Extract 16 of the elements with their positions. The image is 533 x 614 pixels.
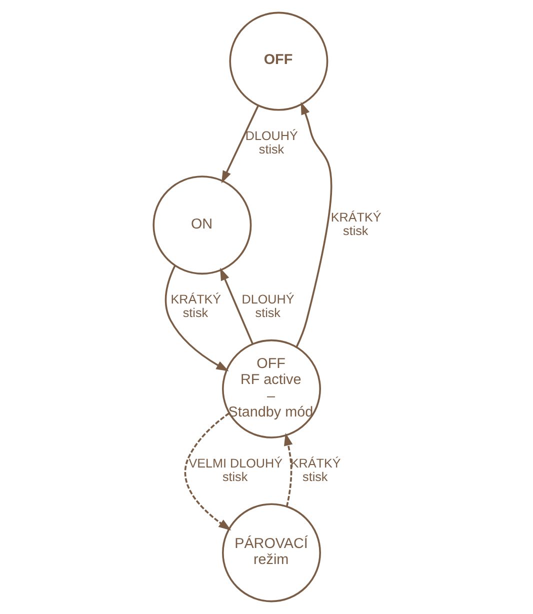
node-circle: OFF RF active – Standby mód (222, 339, 320, 438)
arrow (184, 412, 231, 530)
node-circle: OFF (228, 12, 328, 111)
arrow (220, 268, 254, 344)
edge-label: KRÁTKÝ stisk (290, 456, 340, 484)
arrow (220, 105, 259, 184)
node-circle: PÁROVACÍ režim (222, 503, 320, 602)
arrow (284, 432, 292, 507)
edge-label: VELMI DLOUHÝ stisk (188, 456, 282, 484)
edge-label: KRÁTKÝ stisk (170, 292, 221, 320)
edge-label: DLOUHÝ stisk (244, 128, 298, 156)
node-circle: ON (152, 176, 252, 275)
edge-label: DLOUHÝ stisk (241, 292, 294, 320)
arrow (295, 102, 332, 348)
arrow (164, 265, 228, 372)
edge-label: KRÁTKÝ stisk (330, 210, 381, 238)
